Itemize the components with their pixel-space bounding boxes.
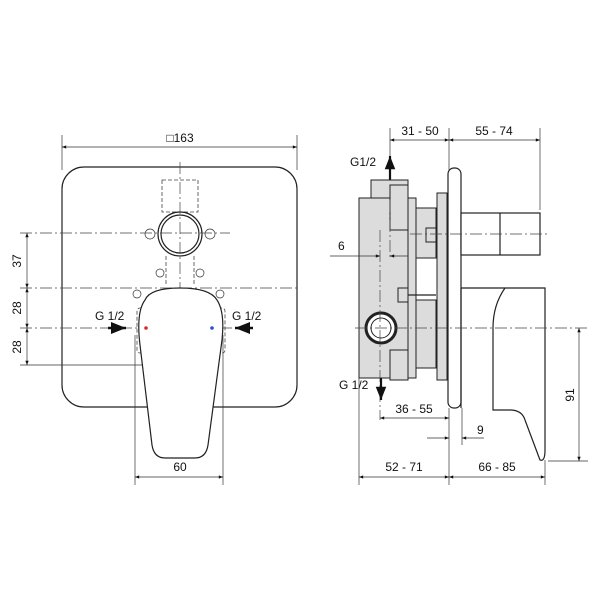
dim-9: 9 bbox=[477, 423, 484, 437]
gasket bbox=[436, 192, 448, 381]
dim-66-85: 66 - 85 bbox=[478, 460, 516, 474]
cold-indicator bbox=[210, 326, 214, 330]
handle-side bbox=[461, 287, 546, 461]
outlet-bottom-label: G 1/2 bbox=[339, 378, 369, 392]
inlet-right-label: G 1/2 bbox=[232, 309, 262, 323]
width-label: □163 bbox=[166, 131, 194, 145]
dim-28-lower: 28 bbox=[10, 340, 24, 354]
front-view: □163 37 28 28 G 1/2 G 1/2 60 bbox=[10, 131, 298, 485]
outlet-top-label: G1/2 bbox=[350, 155, 376, 169]
dim-52-71: 52 - 71 bbox=[385, 460, 423, 474]
dim-36-55: 36 - 55 bbox=[395, 402, 433, 416]
dim-37: 37 bbox=[10, 254, 24, 268]
side-view: 31 - 50 55 - 74 G1/2 6 G 1/2 36 - 55 9 5… bbox=[330, 124, 588, 485]
dim-55-74: 55 - 74 bbox=[475, 124, 513, 138]
dim-28-upper: 28 bbox=[10, 301, 24, 315]
dim-91: 91 bbox=[563, 388, 577, 402]
cover-plate-side bbox=[447, 167, 462, 409]
mixer-handle bbox=[138, 287, 224, 459]
inlet-left-label: G 1/2 bbox=[95, 309, 125, 323]
dim-31-50: 31 - 50 bbox=[401, 124, 439, 138]
hot-indicator bbox=[144, 326, 148, 330]
handle-width-label: 60 bbox=[173, 460, 187, 474]
dim-6: 6 bbox=[338, 239, 345, 253]
